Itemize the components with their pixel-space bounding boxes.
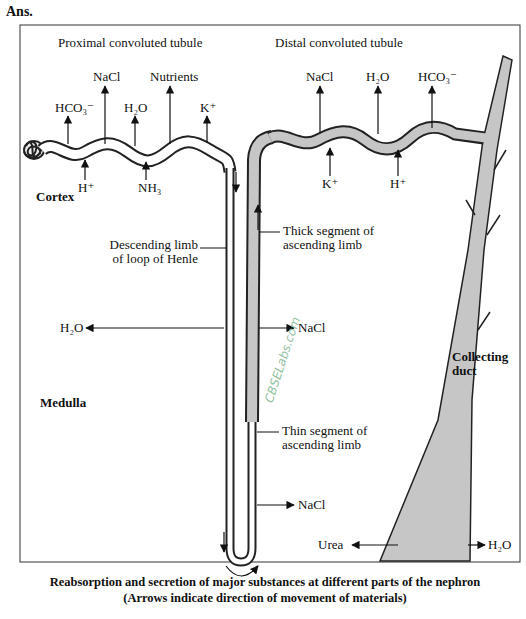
substance-label: HCO₃⁻ bbox=[418, 70, 457, 84]
part-name: Descending limb of loop of Henle bbox=[104, 238, 198, 266]
region-label: Medulla bbox=[40, 396, 86, 410]
substance-label: H⁺ bbox=[390, 177, 406, 191]
movement-arrows bbox=[68, 86, 485, 545]
substance-label: Nutrients bbox=[150, 70, 198, 84]
substance-label: NaCl bbox=[298, 321, 325, 335]
frame-border bbox=[20, 25, 520, 562]
substance-label: H₂O bbox=[60, 321, 83, 335]
flow-arrows bbox=[224, 172, 258, 576]
substance-label: K⁺ bbox=[322, 177, 338, 191]
substance-label: HCO₃⁻ bbox=[55, 101, 94, 115]
substance-label: NH₃ bbox=[138, 181, 161, 195]
part-name: Proximal convoluted tubule bbox=[58, 36, 202, 50]
part-name: Thin segment of ascending limb bbox=[282, 424, 400, 452]
substance-label: NaCl bbox=[93, 70, 120, 84]
region-label: Cortex bbox=[36, 190, 74, 204]
substance-label: K⁺ bbox=[200, 101, 216, 115]
substance-label: Urea bbox=[318, 538, 343, 552]
figure-caption: Reabsorption and secretion of major subs… bbox=[28, 574, 502, 606]
proximal-tubule bbox=[42, 142, 230, 172]
substance-label: NaCl bbox=[306, 70, 333, 84]
part-name: Thick segment of ascending limb bbox=[283, 224, 401, 252]
answer-marker: Ans. bbox=[6, 5, 33, 19]
substance-label: H₂O bbox=[124, 101, 147, 115]
part-name: Collecting duct bbox=[452, 350, 518, 378]
substance-label: H₂O bbox=[366, 70, 389, 84]
loop-of-henle bbox=[230, 137, 272, 562]
substance-label: NaCl bbox=[298, 498, 325, 512]
part-name: Distal convoluted tubule bbox=[275, 36, 403, 50]
substance-label: H⁺ bbox=[78, 181, 94, 195]
substance-label: H₂O bbox=[488, 538, 511, 552]
